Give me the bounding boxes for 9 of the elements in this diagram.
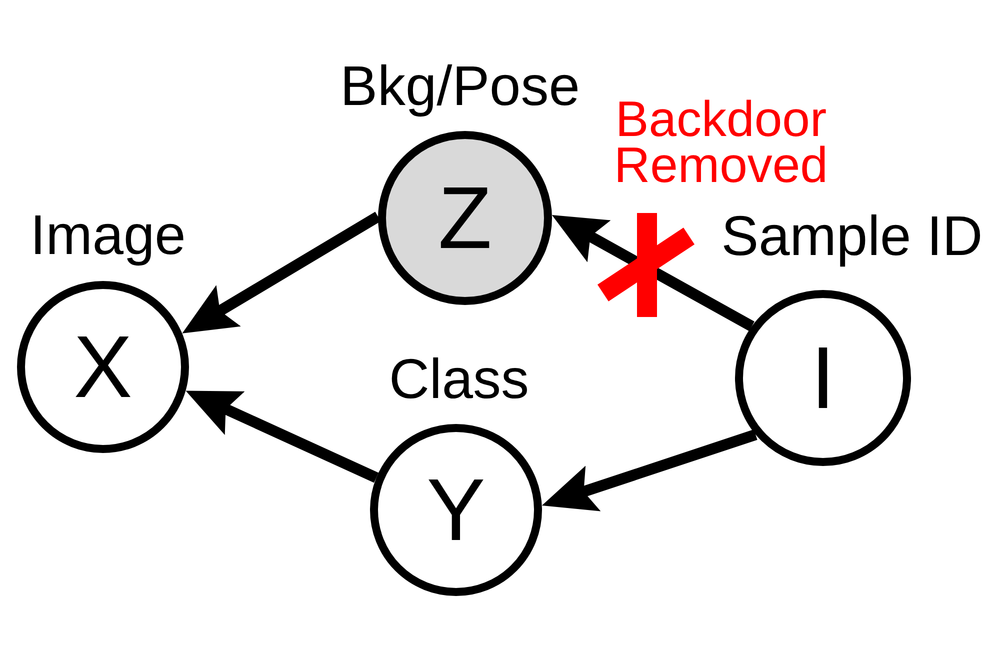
node-circle: X [17, 281, 189, 453]
arrow [540, 429, 758, 512]
node-circle: Y [370, 424, 542, 596]
node-heading: Sample ID [720, 204, 984, 268]
shaded-node-circle: Z [378, 131, 552, 305]
node-heading: Bkg/Pose [339, 54, 581, 118]
node-heading: Image [29, 203, 187, 267]
node-heading: Class [388, 347, 530, 411]
node-circle: I [735, 290, 911, 466]
